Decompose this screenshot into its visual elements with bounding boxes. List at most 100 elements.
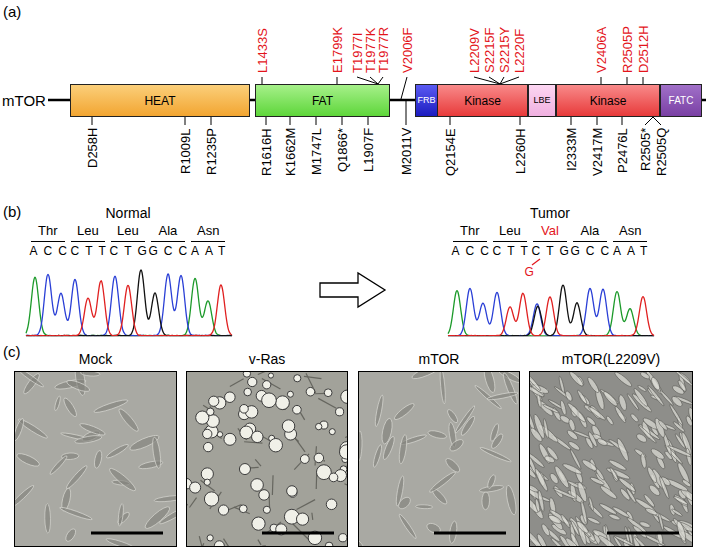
cell-process <box>199 536 202 546</box>
cell <box>568 371 585 388</box>
cell <box>501 372 519 405</box>
codon-bar <box>111 241 145 242</box>
cell <box>529 530 544 547</box>
scale-bar <box>434 532 506 535</box>
cell <box>619 487 631 501</box>
domain-box: HEAT <box>70 84 250 117</box>
leader-line <box>474 77 500 84</box>
cell <box>482 492 490 510</box>
leader-line <box>378 77 383 84</box>
cell <box>439 371 446 404</box>
cell <box>542 403 559 414</box>
cell <box>44 504 50 534</box>
cell <box>428 470 457 494</box>
domain-box: FATC <box>660 84 702 117</box>
cell <box>581 458 598 472</box>
codon-sequence: ACC <box>24 245 73 257</box>
cell <box>207 408 214 415</box>
cell <box>324 389 332 397</box>
leader-line <box>370 77 378 84</box>
cell <box>587 503 604 519</box>
cell <box>566 401 587 423</box>
cell-process <box>224 539 234 547</box>
cell <box>239 505 247 513</box>
cell <box>613 535 635 547</box>
cell <box>553 487 577 500</box>
cell <box>543 418 550 438</box>
cell <box>209 396 219 406</box>
cell <box>316 423 322 429</box>
cell <box>647 385 665 407</box>
cell <box>553 465 571 490</box>
cell <box>395 475 406 506</box>
amino-acid: Leu <box>499 224 521 237</box>
mutation-label: L2209V <box>468 28 481 73</box>
cell-process <box>258 540 261 545</box>
cell <box>15 451 41 469</box>
sample-label: Normal <box>106 206 151 220</box>
cell-process <box>255 459 261 466</box>
domain-name: FRB <box>418 96 436 105</box>
cell <box>411 371 442 381</box>
micrograph-panel: mTOR(L2209V) <box>529 371 693 547</box>
cell <box>287 486 298 497</box>
cell <box>339 445 348 459</box>
chromatogram-trace <box>448 285 654 336</box>
leader-line <box>597 117 598 125</box>
cell <box>645 507 658 516</box>
cell <box>251 479 264 492</box>
leader-line <box>357 77 378 84</box>
micrograph-ground <box>186 371 348 547</box>
leader-line <box>627 77 628 84</box>
cell <box>639 521 651 529</box>
chromatogram-baseline <box>26 336 232 337</box>
cell <box>487 391 519 401</box>
cell <box>74 434 102 445</box>
cell-process <box>230 379 244 387</box>
mutation-label: I2333M <box>565 128 578 171</box>
codon-bar <box>573 241 607 242</box>
cell <box>599 484 618 500</box>
cell <box>218 505 228 515</box>
cell <box>252 517 265 530</box>
cell <box>658 476 670 499</box>
cell <box>269 438 282 451</box>
leader-line <box>643 77 644 84</box>
leader-line <box>500 77 519 84</box>
domain-box: FRB <box>415 84 439 117</box>
cell <box>203 442 212 451</box>
cell <box>326 499 337 510</box>
domain-name: FAT <box>312 95 333 107</box>
mutation-label: P2476L <box>616 128 629 173</box>
leader-line <box>368 117 369 125</box>
scale-bar <box>91 532 163 535</box>
cell <box>568 418 577 431</box>
cell <box>240 426 253 439</box>
cell <box>224 433 236 445</box>
cell <box>398 513 418 540</box>
cell-process <box>304 376 321 378</box>
domain-name: Kinase <box>590 95 627 107</box>
panel-letter: (b) <box>3 204 21 219</box>
cell <box>207 535 213 541</box>
cell <box>248 377 257 386</box>
codon-bar <box>31 241 65 242</box>
cell <box>259 490 270 501</box>
cell <box>427 429 447 440</box>
mutation-label: E1799K <box>331 27 344 73</box>
leader-line <box>601 77 602 84</box>
cell <box>537 490 545 512</box>
leader-line <box>571 117 572 125</box>
domain-box: Kinase <box>556 84 660 117</box>
mutation-label: T1977I <box>351 33 364 73</box>
cell <box>14 417 25 441</box>
cell <box>529 484 539 494</box>
leader-line <box>406 101 407 125</box>
cell <box>650 447 666 461</box>
cell <box>201 468 213 480</box>
leader-line <box>266 117 267 125</box>
mutation-label: L2220F <box>513 29 526 73</box>
cell <box>314 453 323 462</box>
cell <box>151 437 162 469</box>
micrograph <box>358 371 520 547</box>
